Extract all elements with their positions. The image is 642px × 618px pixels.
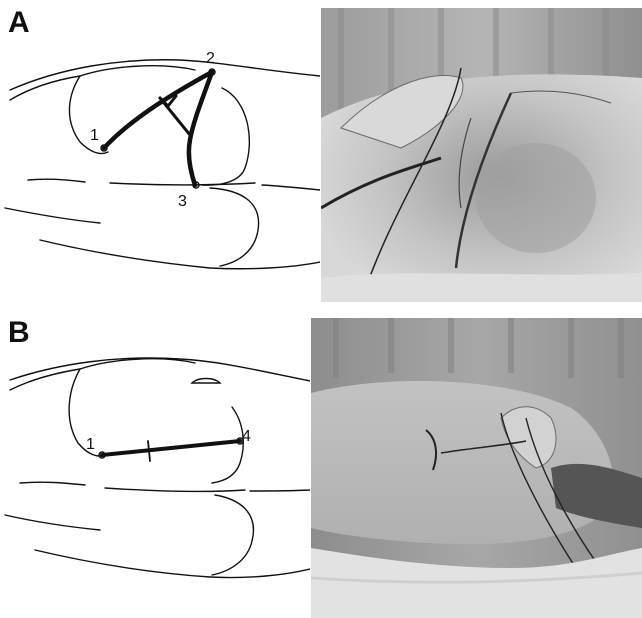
clinical-photo-b: [311, 318, 642, 618]
point-label-2: 2: [206, 50, 215, 67]
point-label-1: 1: [86, 436, 95, 453]
point-label-3: 3: [178, 193, 187, 210]
clinical-photo-a: [321, 8, 642, 302]
anatomical-drawing-a: 1 2 3: [0, 40, 320, 300]
point-label-4: 4: [242, 428, 251, 445]
point-label-1: 1: [90, 127, 99, 144]
anatomical-drawing-b: 1 4: [0, 345, 310, 605]
panel-label-a: A: [8, 8, 30, 38]
panel-label-b: B: [8, 318, 30, 348]
